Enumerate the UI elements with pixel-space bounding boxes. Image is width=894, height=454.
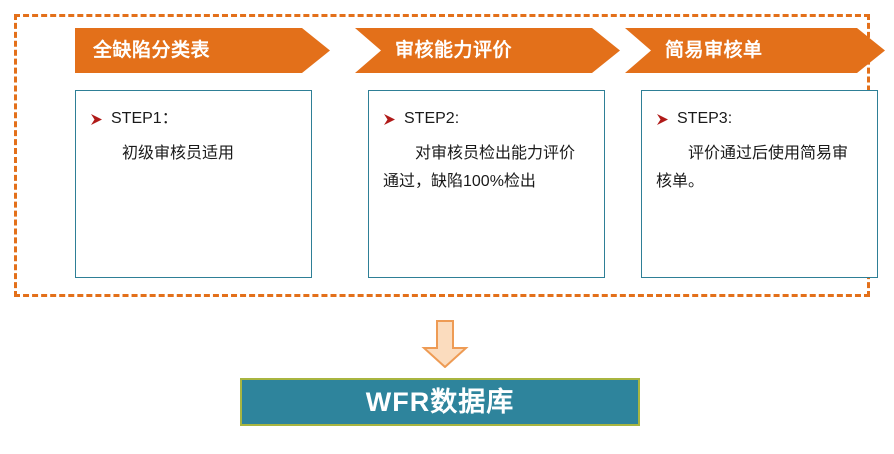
chevron-header-label-step-2: 审核能力评价 (395, 40, 513, 61)
step-title-2: STEP2: (383, 109, 590, 130)
step-card-3: STEP3: 评价通过后使用简易审核单。 (641, 90, 878, 278)
chevron-header-label-step-1: 全缺陷分类表 (93, 40, 211, 61)
arrow-bullet-icon (656, 112, 669, 125)
step-body-3: 评价通过后使用简易审核单。 (656, 144, 849, 190)
arrow-bullet-icon (90, 112, 103, 125)
output-banner-label: WFR数据库 (365, 386, 515, 417)
step-card-1: STEP1： 初级审核员适用 (75, 90, 312, 278)
step-body-1: 初级审核员适用 (122, 144, 235, 162)
step-label-2: STEP2: (404, 110, 460, 127)
chevron-header-step-2[interactable]: 审核能力评价 (355, 28, 620, 73)
chevron-header-label-step-3: 简易审核单 (665, 40, 763, 61)
step-label-3: STEP3: (677, 110, 733, 127)
step-title-3: STEP3: (656, 109, 863, 130)
step-label-1: STEP1： (111, 110, 178, 127)
down-arrow-icon (419, 320, 471, 369)
chevron-header-step-1[interactable]: 全缺陷分类表 (75, 28, 330, 73)
step-body-2: 对审核员检出能力评价通过，缺陷100%检出 (383, 144, 576, 190)
output-banner-wfr-database[interactable]: WFR数据库 (240, 378, 640, 426)
step-card-2: STEP2: 对审核员检出能力评价通过，缺陷100%检出 (368, 90, 605, 278)
chevron-header-step-3[interactable]: 简易审核单 (625, 28, 885, 73)
arrow-bullet-icon (383, 112, 396, 125)
step-title-1: STEP1： (90, 109, 297, 130)
